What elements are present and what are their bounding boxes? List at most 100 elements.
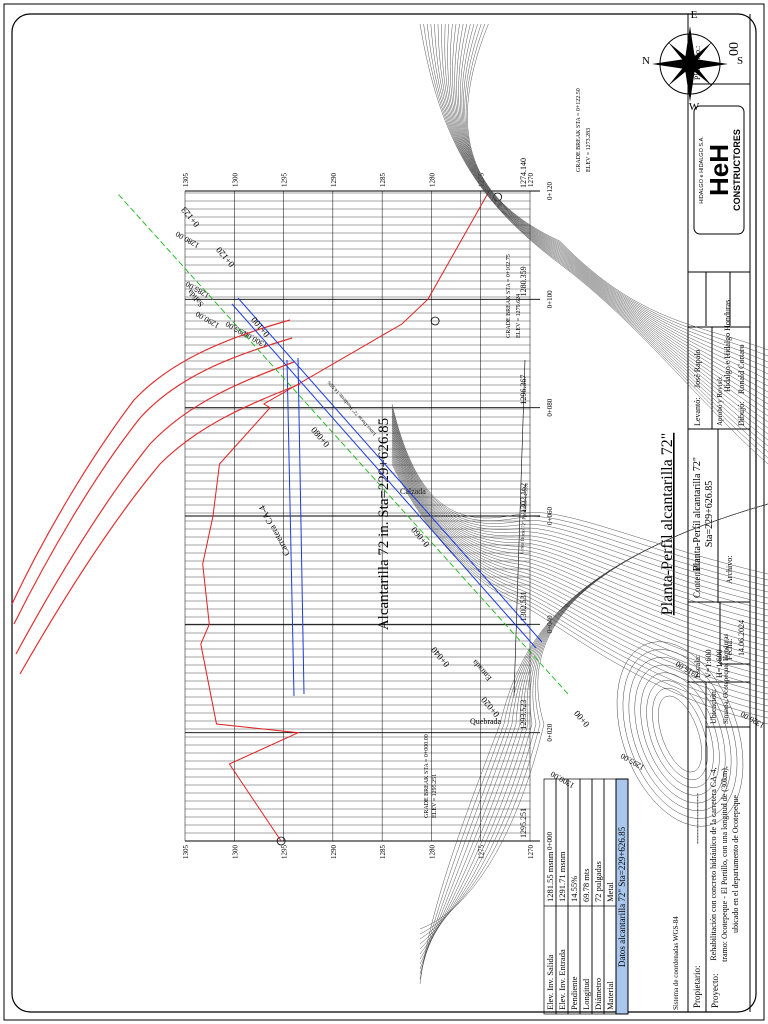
outer-border — [3, 3, 765, 1021]
break-1-elev: ELEV = 1295.251 — [432, 774, 438, 818]
contour-line — [463, 23, 768, 369]
road-edge-1 — [19, 383, 301, 675]
ground-elev-label: 1293.523 — [519, 700, 528, 730]
elev-tick-right: 1280 — [428, 173, 436, 188]
contour-line — [437, 23, 768, 435]
break-3-sta: GRADE BREAK STA = 0+122.50 — [576, 88, 582, 172]
contour-line — [452, 23, 768, 405]
contour-line — [464, 23, 768, 363]
logo-frame — [693, 105, 745, 235]
contour-label: 1290.00 — [194, 309, 221, 330]
contour-ring — [628, 656, 732, 812]
contour-ring — [640, 672, 720, 796]
table-row-label: Pendiente — [569, 976, 579, 1010]
contour-line — [458, 23, 768, 387]
ground-elev-label: 1274.140 — [519, 158, 528, 188]
contour-line — [391, 437, 768, 659]
road-label: Carretera CA-4 — [257, 503, 292, 557]
ground-elev-label: 1302.162 — [519, 483, 528, 513]
table-row-value: 14.55% — [569, 876, 579, 902]
plate-value: 00 — [727, 42, 742, 56]
elev-tick-left: 1300 — [231, 845, 239, 860]
contour-line — [391, 423, 768, 623]
ground-elev-label: 1295.251 — [519, 808, 528, 838]
table-row-value: Metal — [605, 882, 615, 902]
contour-line — [391, 435, 768, 653]
survey-label: Levantó: — [693, 398, 702, 426]
table-row-value: 1291.71 msnm — [557, 851, 567, 902]
drawn-label: Dibujó: — [737, 402, 746, 426]
contour-label: 1300.00 — [549, 769, 576, 790]
contour-line — [391, 430, 768, 641]
owner-label: Propietario: — [692, 966, 702, 1009]
break-1-sta: GRADE BREAK STA = 0+000.00 — [424, 734, 430, 818]
elev-tick-left: 1305 — [182, 845, 190, 860]
ground-elev-label: 1302.531 — [519, 591, 528, 621]
compass-point-nw — [668, 64, 690, 86]
contour-line — [391, 442, 768, 671]
contour-line — [391, 408, 768, 587]
scale-h: H=1:600 — [715, 649, 724, 678]
alignment-line — [117, 193, 569, 695]
break-3-elev: ELEV = 1273.283 — [586, 128, 592, 172]
contour-ring — [658, 695, 702, 773]
table-title: Datos alcantarilla 72" Sta=229+626.85 — [617, 826, 627, 967]
compass-point-s — [690, 59, 728, 69]
break-2-elev: ELEV = 1279.624 — [516, 294, 522, 338]
contour-line — [391, 451, 768, 695]
content-line-2: Sta=229+626.85 — [704, 481, 715, 548]
table-row-label: Material — [605, 981, 615, 1010]
project-line-1: Rehabilitación con concreto hidráulico d… — [709, 767, 718, 960]
contour-line — [391, 420, 768, 617]
contour-line — [419, 503, 768, 930]
station-label: 0+080 — [546, 398, 554, 416]
profile-culvert-label: Línea Ducto 72" Pendiente 14.55% — [520, 483, 530, 554]
compass-point-se — [690, 42, 712, 64]
date-label: Fecha: — [725, 639, 734, 660]
contour-line — [423, 23, 768, 459]
contour-line — [391, 454, 768, 701]
compass-point-w — [685, 64, 695, 102]
contour-line — [391, 456, 768, 707]
quebrada-label: Quebrada — [470, 717, 502, 726]
contour-ring — [622, 649, 738, 819]
contour-line — [391, 427, 768, 635]
contour-line — [391, 413, 768, 599]
compass-e: E — [691, 9, 698, 21]
profile-labels: 0+0001295.2510+0201293.5230+0401302.5310… — [185, 158, 554, 850]
contour-ring — [634, 664, 726, 804]
road-edge-2 — [15, 361, 295, 655]
elev-tick-left: 1280 — [428, 845, 436, 860]
inner-border — [11, 13, 757, 1013]
table-row-value: 69.78 mts — [581, 868, 591, 902]
location-label: Ubicación: — [709, 689, 718, 724]
compass-n: N — [642, 55, 650, 67]
contour-line — [467, 23, 768, 351]
contour-line — [456, 23, 768, 393]
contour-ring — [616, 641, 744, 827]
contour-line — [444, 23, 768, 423]
elev-tick-right: 1305 — [182, 173, 190, 188]
contour-line — [426, 23, 768, 453]
main-title: Planta-Perfil alcantarilla 72" — [659, 433, 676, 615]
culvert-top-line — [286, 359, 295, 697]
elev-tick-right: 1270 — [527, 173, 535, 188]
contour-ring — [652, 687, 708, 781]
break-2-sta: GRADE BREAK STA = 0+102.75 — [506, 254, 512, 338]
elev-tick-left: 1275 — [478, 845, 486, 860]
compass-point-sw — [690, 64, 712, 86]
table-row-label: Elev. Inv. Entrada — [557, 949, 567, 1010]
culvert-plan-edge-2 — [237, 297, 543, 643]
contour-line — [391, 461, 768, 719]
compass-point-e — [685, 26, 695, 64]
project-line-3: ubicado en el departamento de Ocotepeque — [731, 795, 740, 933]
elev-tick-right: 1295 — [281, 173, 289, 188]
location-value: Sinuapa, Ocotepeque, Honduras — [722, 634, 730, 724]
contour-line — [434, 23, 768, 441]
project-line-2: tramo: Ocotepeque - El Portillo, con una… — [720, 766, 729, 962]
contour-line — [454, 23, 768, 399]
content-line-1: Planta-Perfil alcantarilla 72" — [692, 457, 703, 571]
contour-line — [391, 418, 768, 611]
